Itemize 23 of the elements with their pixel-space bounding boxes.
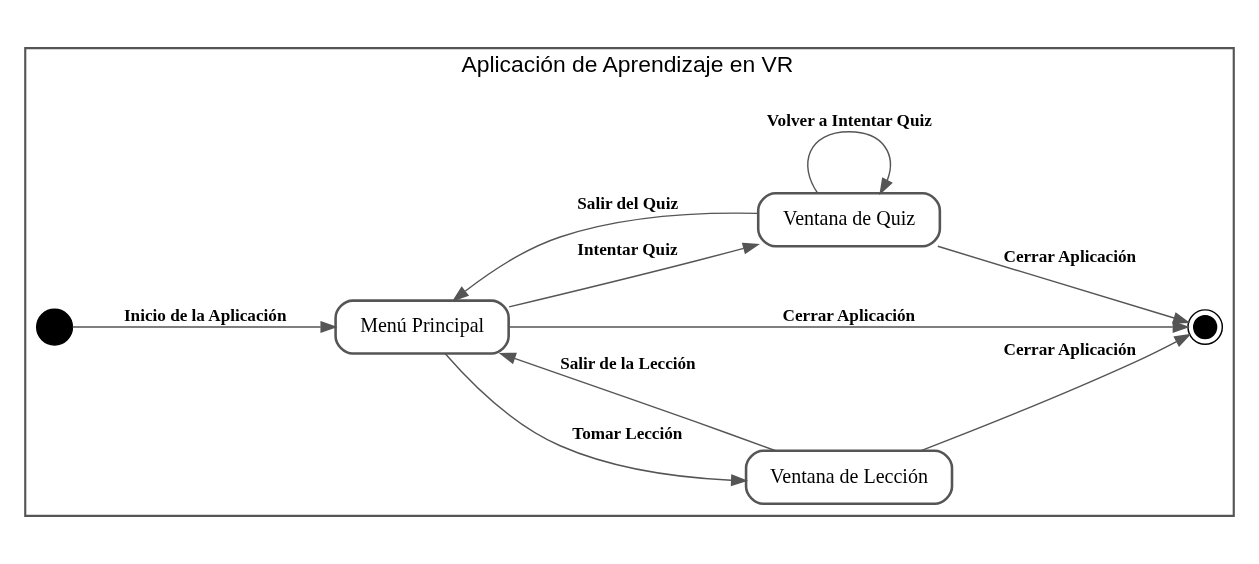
edge-label: Inicio de la Aplicación bbox=[123, 305, 287, 325]
arrow bbox=[498, 352, 777, 452]
node-box: Ventana de Quiz bbox=[756, 192, 942, 248]
arrow bbox=[508, 242, 760, 308]
arrow bbox=[451, 212, 759, 302]
edge-label: Salir del Quiz bbox=[577, 194, 679, 214]
edge-label: Cerrar Aplicación bbox=[1003, 340, 1137, 360]
node-circle bbox=[35, 308, 74, 346]
arrow bbox=[444, 352, 749, 487]
arrow bbox=[937, 245, 1191, 324]
arrow bbox=[920, 333, 1192, 452]
arrow bbox=[807, 131, 893, 196]
node-circle bbox=[1187, 309, 1224, 345]
edge-label: Cerrar Aplicación bbox=[1003, 247, 1137, 267]
edge-label: Salir de la Lección bbox=[560, 354, 696, 374]
node-box: Menú Principal bbox=[334, 299, 510, 355]
node-box: Ventana de Lección bbox=[744, 449, 954, 505]
edge-label: Intentar Quiz bbox=[577, 239, 678, 259]
edge-label: Cerrar Aplicación bbox=[782, 305, 916, 325]
arrow bbox=[508, 321, 1190, 334]
edge-label: Volver a Intentar Quiz bbox=[766, 110, 932, 130]
arrow bbox=[71, 321, 338, 334]
edge-label: Tomar Lección bbox=[572, 424, 683, 444]
